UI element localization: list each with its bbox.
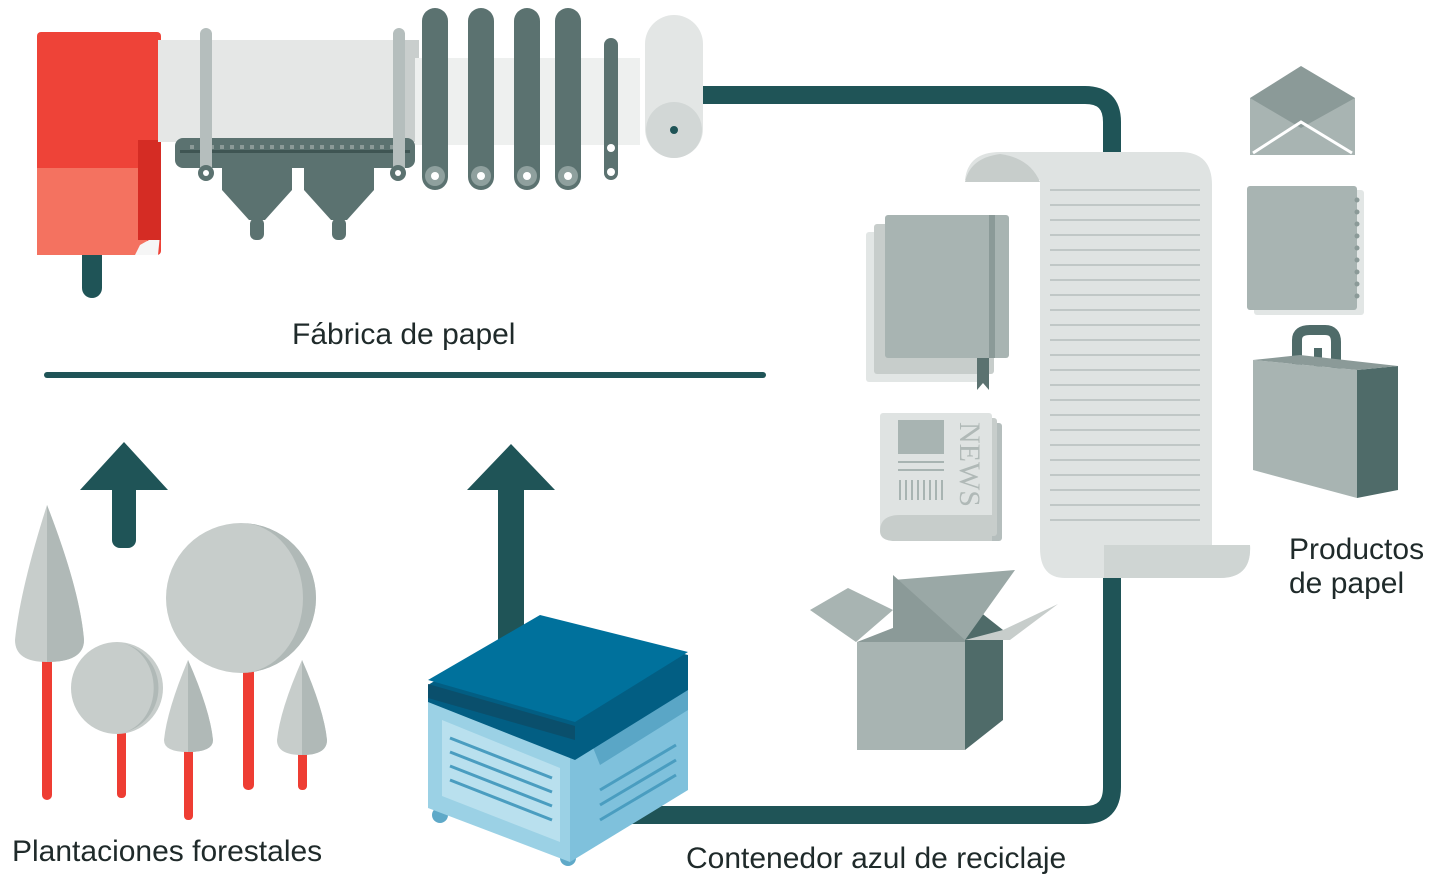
mill-divider-line xyxy=(44,372,766,378)
paper-products-label-line2: de papel xyxy=(1289,567,1405,600)
forest-trees xyxy=(15,505,327,820)
notebook-icon xyxy=(1247,186,1364,315)
envelope-icon xyxy=(1250,66,1355,155)
forest-plantations-label: Plantaciones forestales xyxy=(12,835,323,868)
paper-products-label: Productos de papel xyxy=(1289,533,1424,601)
box-icon xyxy=(810,570,1058,750)
paper-products-label-line1: Productos xyxy=(1289,533,1425,566)
paper-scroll xyxy=(965,152,1251,578)
newspaper-title: NEWS xyxy=(953,422,986,507)
arrow-up-icon xyxy=(80,442,168,548)
recycling-bin xyxy=(428,615,688,866)
paper-mill-label: Fábrica de papel xyxy=(292,318,516,351)
paper-mill-machine xyxy=(37,8,703,298)
shopping-bag-icon xyxy=(1253,325,1398,498)
newspaper-icon: NEWS xyxy=(880,413,1002,541)
book-icon xyxy=(866,215,1009,390)
flow-connector xyxy=(625,86,1121,824)
recycling-bin-label: Contenedor azul de reciclaje xyxy=(686,842,1067,875)
arrow-up-icon xyxy=(467,444,555,650)
